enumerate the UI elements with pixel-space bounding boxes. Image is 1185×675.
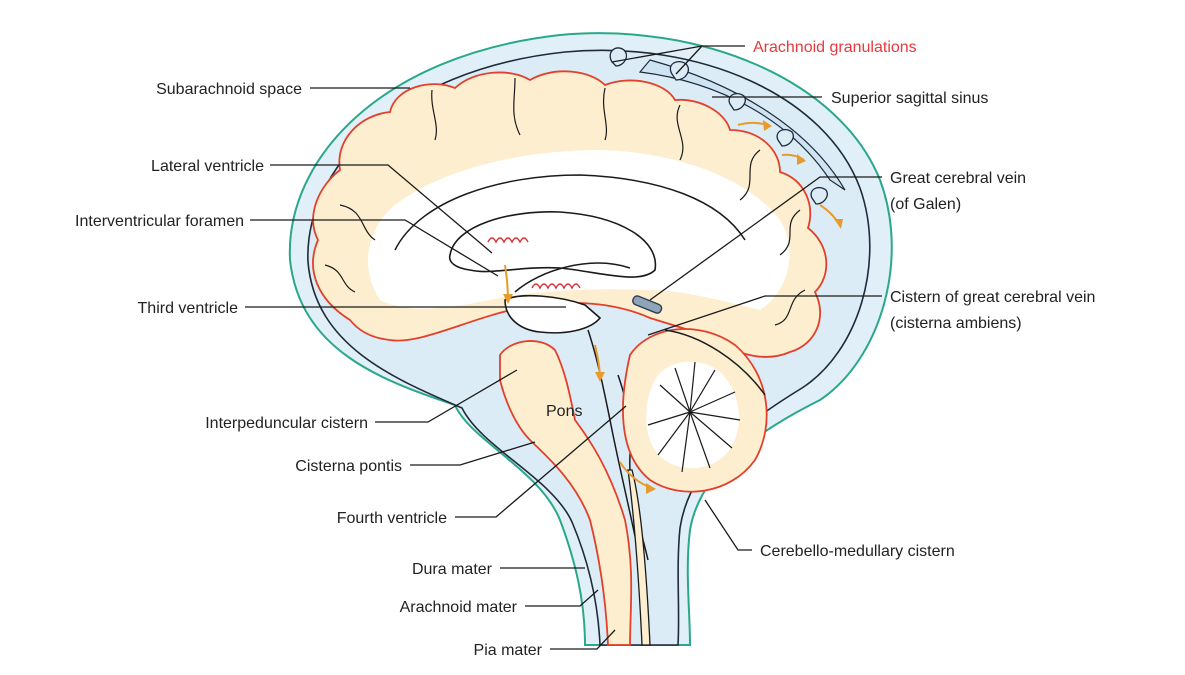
lateral-ventricle-cavity	[448, 211, 657, 278]
leader-lateral-ventricle	[270, 164, 493, 254]
leader-arachnoid-mater	[525, 589, 599, 607]
label-superior-sagittal-sinus: Superior sagittal sinus	[831, 90, 988, 107]
leader-interventricular-foramen	[250, 219, 499, 277]
csf-flow-arrows	[503, 120, 843, 494]
corpus-callosum	[394, 174, 746, 251]
label-arachnoid-mater: Arachnoid mater	[400, 599, 518, 616]
labels: Arachnoid granulations Subarachnoid spac…	[75, 39, 1095, 659]
label-great-cerebral-vein-line1: Great cerebral vein	[890, 170, 1026, 187]
label-lateral-ventricle: Lateral ventricle	[151, 158, 264, 175]
leader-great-cerebral-vein	[649, 176, 882, 301]
great-cerebral-vein	[632, 295, 663, 314]
leader-pia-mater	[550, 629, 616, 650]
label-third-ventricle: Third ventricle	[138, 300, 239, 317]
leader-cisterna-pontis	[410, 441, 536, 466]
label-interpeduncular-cistern: Interpeduncular cistern	[205, 415, 368, 432]
label-cistern-great-cerebral-vein-line2: (cisterna ambiens)	[890, 315, 1022, 332]
brain-sagittal-section	[288, 32, 893, 646]
leader-fourth-ventricle	[455, 405, 627, 518]
label-cistern-great-cerebral-vein-line1: Cistern of great cerebral vein	[890, 289, 1095, 306]
leader-lines	[245, 45, 882, 650]
brainstem	[499, 340, 633, 646]
third-ventricle-cavity	[504, 294, 602, 334]
label-arachnoid-granulations: Arachnoid granulations	[753, 39, 917, 56]
superior-sagittal-sinus	[638, 59, 846, 191]
label-great-cerebral-vein-line2: (of Galen)	[890, 196, 961, 213]
tentorium-line	[664, 329, 766, 396]
label-cerebello-medullary-cistern: Cerebello-medullary cistern	[760, 543, 955, 560]
label-interventricular-foramen: Interventricular foramen	[75, 213, 244, 230]
choroid-plexus-third	[531, 283, 581, 290]
ventricle-inner-curve	[514, 262, 631, 293]
leader-interpeduncular-cistern	[375, 369, 518, 423]
aqueduct-channel	[587, 329, 641, 561]
label-cisterna-pontis: Cisterna pontis	[295, 458, 402, 475]
leader-cerebello-medullary-cistern	[704, 499, 752, 551]
leader-arachnoid-granulations	[611, 45, 745, 75]
label-pia-mater: Pia mater	[474, 642, 543, 659]
leader-cistern-great-cerebral-vein	[647, 295, 882, 336]
label-dura-mater: Dura mater	[412, 561, 493, 578]
label-pons: Pons	[546, 403, 582, 420]
choroid-plexus-lateral	[487, 237, 529, 244]
label-fourth-ventricle: Fourth ventricle	[337, 510, 447, 527]
central-canal	[627, 469, 651, 646]
cerebellum-folia-lines	[647, 361, 741, 473]
label-subarachnoid-space: Subarachnoid space	[156, 81, 302, 98]
